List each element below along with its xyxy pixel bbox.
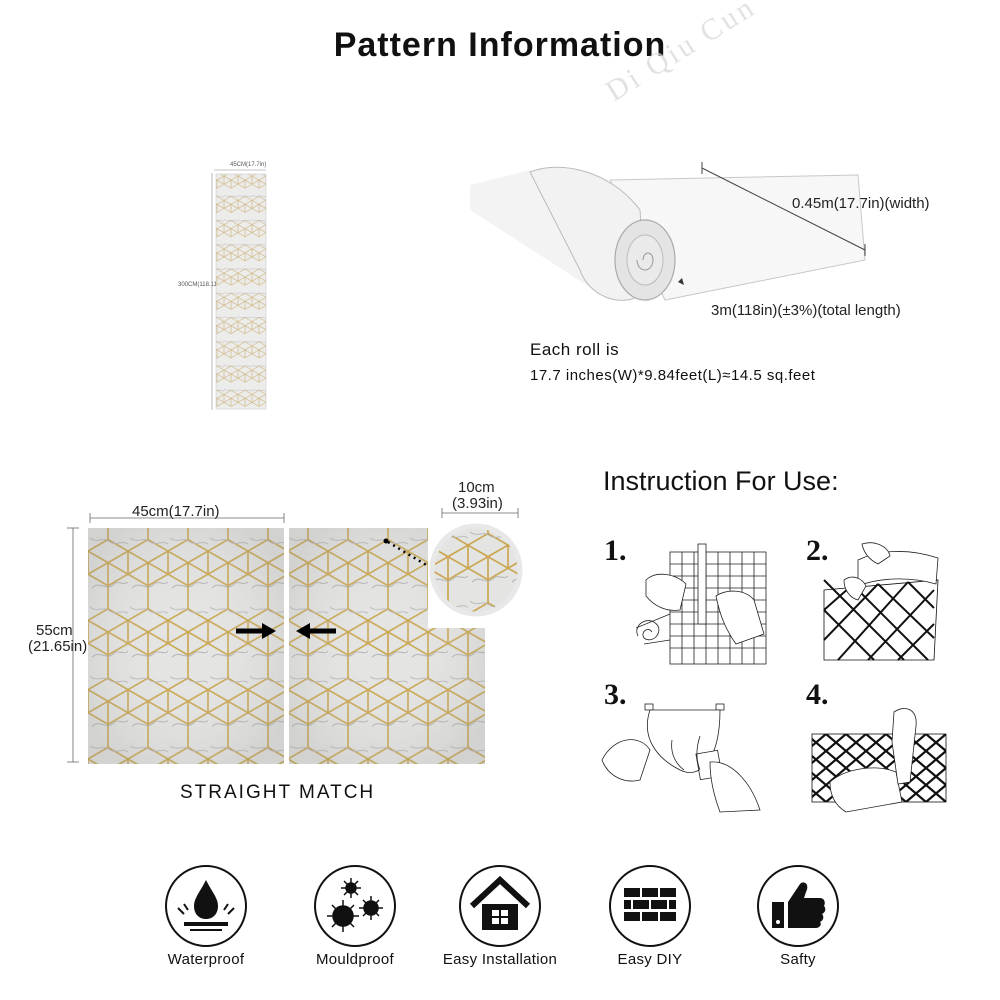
feature-safty-label: Safty bbox=[780, 951, 816, 968]
pattern-repeat-zoom bbox=[429, 523, 523, 617]
instructions-title: Instruction For Use: bbox=[603, 466, 839, 496]
thumbs-up-icon bbox=[757, 865, 839, 947]
match-height-label-inches: (21.65in) bbox=[28, 638, 88, 655]
straight-match-panels bbox=[88, 528, 488, 764]
feature-easy-installation-label: Easy Installation bbox=[442, 951, 558, 968]
repeat-label: 10cm bbox=[458, 479, 495, 496]
each-roll-heading: Each roll is bbox=[530, 340, 620, 359]
feature-mouldproof-label: Mouldproof bbox=[315, 951, 395, 968]
roll-length-label: 3m(118in)(±3%)(total length) bbox=[711, 302, 901, 319]
repeat-label-inches: (3.93in) bbox=[452, 495, 503, 512]
roll-width-label: 0.45m(17.7in)(width) bbox=[792, 195, 930, 212]
right-arrow-icon bbox=[236, 623, 276, 639]
step-number-3: 3. bbox=[604, 678, 627, 711]
page-title: Pattern Information bbox=[333, 26, 667, 64]
step-3-illustration bbox=[601, 703, 761, 813]
roll-illustration bbox=[470, 162, 866, 301]
brick-wall-icon bbox=[609, 865, 691, 947]
step-2-illustration bbox=[823, 542, 939, 661]
match-type-label: STRAIGHT MATCH bbox=[180, 782, 376, 803]
house-icon bbox=[459, 865, 541, 947]
left-arrow-icon bbox=[296, 623, 336, 639]
match-width-dimension-line bbox=[89, 513, 285, 523]
mould-spores-icon bbox=[314, 865, 396, 947]
repeat-dimension-line bbox=[441, 508, 519, 518]
each-roll-size: 17.7 inches(W)*9.84feet(L)≈14.5 sq.feet bbox=[530, 367, 816, 384]
preview-pattern-strip bbox=[211, 169, 267, 410]
step-number-4: 4. bbox=[806, 678, 829, 711]
match-height-dimension-line bbox=[67, 527, 79, 763]
preview-length-label: 300CM(118.11in) bbox=[178, 282, 224, 288]
water-drop-icon bbox=[165, 865, 247, 947]
step-1-illustration bbox=[636, 543, 767, 665]
match-width-label: 45cm(17.7in) bbox=[132, 503, 220, 520]
preview-width-label: 45CM(17.7in) bbox=[230, 162, 267, 168]
step-number-2: 2. bbox=[806, 534, 829, 567]
step-4-illustration bbox=[811, 708, 947, 813]
match-height-label: 55cm bbox=[36, 622, 73, 639]
step-number-1: 1. bbox=[604, 534, 627, 567]
feature-waterproof-label: Waterproof bbox=[167, 951, 245, 968]
feature-easy-diy-label: Easy DIY bbox=[617, 951, 683, 968]
